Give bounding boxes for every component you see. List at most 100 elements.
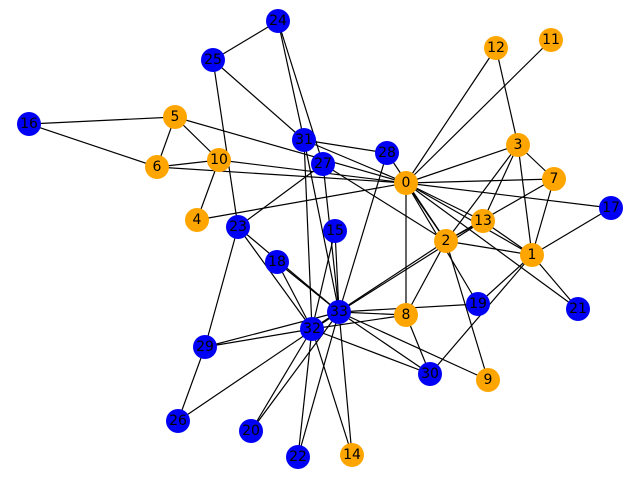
node-label-28: 28	[378, 145, 396, 161]
node-label-13: 13	[474, 213, 492, 229]
edge-2-27	[322, 163, 447, 242]
node-label-2: 2	[442, 233, 451, 249]
node-circle-31	[292, 128, 316, 152]
edge-0-1	[405, 182, 533, 256]
node-32: 32	[300, 317, 324, 341]
edge-31-32	[303, 139, 313, 330]
edge-18-32	[276, 261, 313, 330]
node-circle-24	[266, 9, 290, 33]
edge-28-31	[303, 139, 388, 154]
node-5: 5	[163, 105, 187, 129]
edge-1-17	[531, 207, 612, 256]
node-circle-10	[207, 148, 231, 172]
node-circle-4	[185, 208, 209, 232]
node-0: 0	[394, 171, 418, 195]
edge-14-33	[338, 311, 353, 456]
node-circle-28	[375, 141, 399, 165]
edge-5-16	[28, 116, 176, 125]
node-30: 30	[418, 362, 442, 386]
node-31: 31	[292, 128, 316, 152]
edge-13-33	[338, 220, 484, 313]
edge-29-33	[204, 311, 340, 348]
node-label-7: 7	[550, 171, 559, 187]
edge-0-7	[405, 178, 555, 184]
node-11: 11	[539, 28, 563, 52]
node-label-16: 16	[20, 116, 38, 132]
edge-15-32	[311, 230, 336, 330]
node-circle-29	[193, 335, 217, 359]
node-6: 6	[145, 155, 169, 179]
edge-23-33	[237, 226, 340, 313]
node-28: 28	[375, 141, 399, 165]
edge-3-13	[482, 144, 519, 222]
edge-1-3	[517, 144, 533, 256]
node-circle-32	[300, 317, 324, 341]
node-circle-0	[394, 171, 418, 195]
node-13: 13	[471, 209, 495, 233]
edge-0-13	[405, 182, 484, 222]
edge-9-33	[338, 311, 489, 381]
node-22: 22	[286, 445, 310, 469]
node-18: 18	[265, 250, 289, 274]
node-29: 29	[193, 335, 217, 359]
node-27: 27	[311, 152, 335, 176]
edge-0-4	[196, 182, 407, 221]
edge-24-25	[212, 20, 279, 61]
node-label-18: 18	[268, 254, 286, 270]
node-circle-23	[226, 215, 250, 239]
node-19: 19	[466, 292, 490, 316]
node-label-1: 1	[528, 247, 537, 263]
node-circle-12	[484, 36, 508, 60]
edge-0-3	[405, 144, 519, 184]
node-label-24: 24	[269, 13, 287, 29]
node-label-12: 12	[487, 40, 505, 56]
node-circle-7	[542, 167, 566, 191]
edge-2-9	[445, 240, 489, 381]
edge-25-31	[212, 59, 305, 141]
node-label-33: 33	[330, 304, 348, 320]
node-label-25: 25	[204, 52, 222, 68]
edge-3-12	[495, 47, 519, 146]
edge-2-8	[405, 240, 447, 316]
node-circle-33	[327, 300, 351, 324]
node-33: 33	[327, 300, 351, 324]
node-circle-5	[163, 105, 187, 129]
edge-31-33	[303, 139, 340, 313]
node-circle-11	[539, 28, 563, 52]
node-23: 23	[226, 215, 250, 239]
edge-20-32	[250, 328, 313, 432]
node-label-10: 10	[210, 152, 228, 168]
edge-23-27	[237, 163, 324, 228]
node-10: 10	[207, 148, 231, 172]
node-circle-25	[201, 48, 225, 72]
edge-14-32	[311, 328, 353, 456]
edge-23-32	[237, 226, 313, 330]
node-circle-2	[434, 229, 458, 253]
edge-23-25	[212, 59, 239, 228]
node-label-20: 20	[242, 423, 260, 439]
node-circle-6	[145, 155, 169, 179]
edge-0-11	[405, 39, 552, 184]
node-20: 20	[239, 419, 263, 443]
node-7: 7	[542, 167, 566, 191]
node-circle-15	[323, 219, 347, 243]
node-label-5: 5	[171, 109, 180, 125]
node-label-31: 31	[295, 132, 313, 148]
node-label-4: 4	[193, 212, 202, 228]
node-4: 4	[185, 208, 209, 232]
node-12: 12	[484, 36, 508, 60]
node-26: 26	[166, 409, 190, 433]
node-21: 21	[566, 297, 590, 321]
node-label-17: 17	[602, 200, 620, 216]
node-label-14: 14	[343, 447, 361, 463]
node-circle-3	[506, 133, 530, 157]
edge-1-2	[445, 240, 533, 256]
node-label-32: 32	[303, 321, 321, 337]
node-circle-30	[418, 362, 442, 386]
node-label-11: 11	[542, 32, 560, 48]
edge-2-3	[445, 144, 519, 242]
node-circle-21	[566, 297, 590, 321]
edge-0-5	[174, 116, 407, 184]
node-24: 24	[266, 9, 290, 33]
